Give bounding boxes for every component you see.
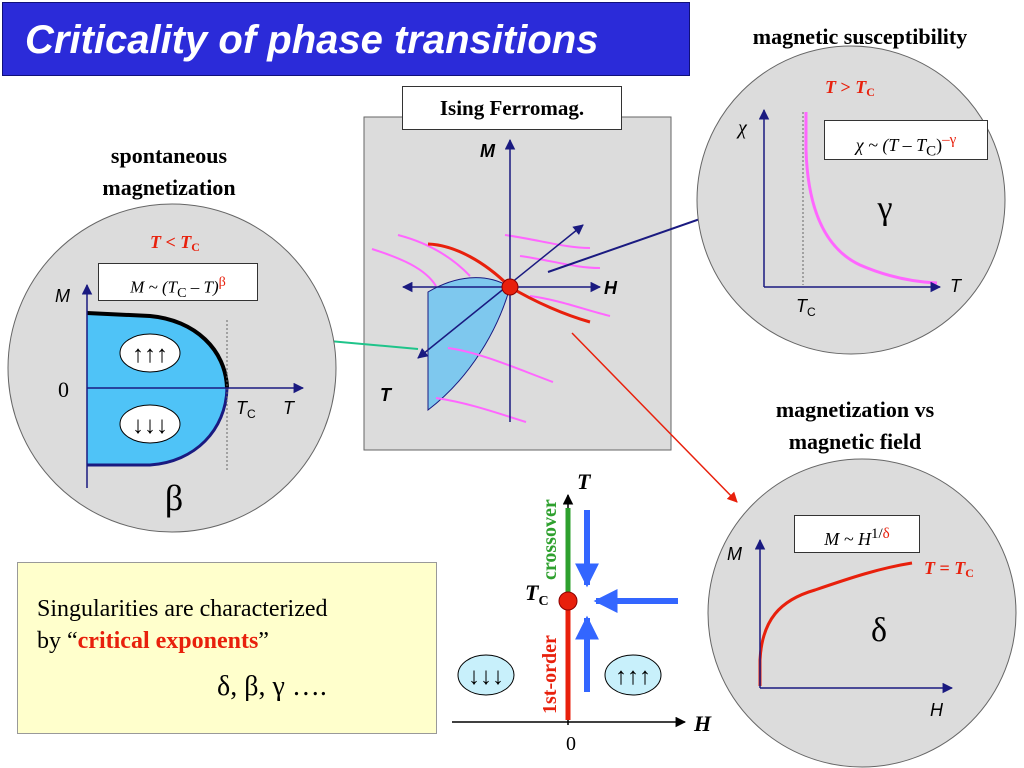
- cond-tc: T: [180, 232, 192, 252]
- exponent-list: δ, β, γ ….: [217, 671, 327, 702]
- critical-exponents-highlight: critical exponents: [77, 628, 259, 654]
- tc-sub: C: [807, 305, 816, 319]
- critical-point: [558, 591, 578, 611]
- cond-t: T: [150, 232, 162, 252]
- axis-label-m: M: [55, 286, 70, 306]
- cond-sub: C: [965, 566, 974, 580]
- crossover-label: crossover: [539, 499, 561, 580]
- heading-line: spontaneous: [110, 143, 228, 168]
- exponent-beta: β: [165, 478, 183, 518]
- cond-op: <: [161, 232, 180, 252]
- ising-ferromagnet-label: Ising Ferromag.: [402, 86, 622, 130]
- critical-exponents-note: Singularities are characterized by “crit…: [17, 562, 437, 734]
- spin-down-ellipse: [119, 404, 181, 444]
- magnetization-curve-upper: [86, 311, 229, 389]
- note-text: by “: [37, 628, 78, 654]
- susceptibility-curve: [804, 112, 938, 285]
- tc-label: TC: [236, 398, 256, 421]
- tc-sub: C: [538, 594, 548, 609]
- axis-label-t: T: [380, 385, 393, 405]
- formula-text: ): [936, 135, 943, 155]
- zero-label: 0: [58, 377, 69, 402]
- cond-t: T: [924, 558, 936, 578]
- cond-sub: C: [191, 240, 200, 254]
- axis-label-h: H: [604, 278, 618, 298]
- susceptibility-panel: χ T TC γ T > TC: [696, 45, 1006, 355]
- spin-up-ellipse: [604, 654, 662, 696]
- cond-t: T: [825, 77, 837, 97]
- tc-label: TC: [525, 580, 549, 609]
- t-axis: [417, 224, 584, 359]
- formula-text: M ~ (T: [130, 277, 178, 297]
- ising-phase-diagram: M H T: [363, 116, 672, 451]
- heading-line: magnetic field: [788, 429, 922, 454]
- formula-chi: χ: [855, 135, 864, 155]
- isotherm: [435, 397, 527, 423]
- critical-point: [501, 278, 519, 296]
- spontaneous-magnetization-heading: spontaneous magnetization: [64, 140, 274, 204]
- tc-t: T: [236, 398, 249, 418]
- cond-sub: C: [866, 85, 875, 99]
- formula-exponent: β: [218, 274, 226, 290]
- connector-arrow-bottom-right: [571, 332, 738, 503]
- tc-t: T: [525, 580, 540, 605]
- cond-tc: T: [954, 558, 966, 578]
- axis-label-h: H: [930, 700, 944, 720]
- note-line: by “critical exponents”: [37, 625, 436, 657]
- h-t-phase-diagram: ↓↓↓ ↑↑↑ T H 0 TC crossover 1st-order: [452, 469, 712, 755]
- formula-sub: C: [177, 285, 187, 302]
- tc-sub: C: [247, 407, 256, 421]
- formula-text: M ~ H: [824, 529, 871, 549]
- delta-formula-box: M ~ H1/δ: [794, 515, 920, 553]
- note-line: Singularities are characterized: [37, 596, 328, 622]
- spin-down-arrows: ↓↓↓: [132, 412, 168, 439]
- magnetic-susceptibility-heading: magnetic susceptibility: [752, 24, 968, 49]
- axis-label-m: M: [480, 141, 496, 161]
- heading-line: magnetization: [102, 175, 236, 200]
- axis-label-t: T: [577, 469, 592, 494]
- gamma-formula-box: χ ~ (T – TC)–γ: [824, 120, 988, 160]
- formula-sub: C: [926, 143, 937, 160]
- magnetization-vs-field-panel: M H δ T = TC: [707, 458, 1017, 768]
- note-text: ”: [258, 628, 269, 654]
- condition-t-gt-tc: T > TC: [825, 77, 875, 99]
- formula-exp-delta: δ: [882, 526, 890, 542]
- spin-down-ellipse: [457, 654, 515, 696]
- page-title: Criticality of phase transitions: [2, 2, 690, 76]
- cond-tc: T: [855, 77, 867, 97]
- formula-text: ~ (T – T: [863, 135, 927, 155]
- magnetization-vs-field-heading: magnetization vs magnetic field: [700, 394, 1010, 458]
- heading-line: magnetization vs: [775, 397, 935, 422]
- formula-text: – T): [186, 277, 219, 297]
- axis-label-h: H: [693, 711, 712, 736]
- cond-op: >: [836, 77, 855, 97]
- spin-down-arrows: ↓↓↓: [468, 663, 504, 690]
- spin-up-ellipse: [119, 333, 181, 373]
- tc-t: T: [796, 296, 809, 316]
- panel-circle: [707, 458, 1017, 768]
- condition-t-lt-tc: T < TC: [150, 232, 200, 254]
- cond-op: =: [935, 558, 954, 578]
- zero-label: 0: [566, 733, 576, 755]
- spontaneous-magnetization-panel: ↑↑↑ ↓↓↓ M 0 TC T β T < TC: [7, 203, 337, 533]
- magnetization-curve-lower: [87, 387, 229, 467]
- exponent-delta: δ: [871, 612, 887, 649]
- formula-exponent: –γ: [942, 132, 957, 148]
- critical-isotherm-curve: [758, 561, 913, 686]
- first-order-label: 1st-order: [539, 635, 561, 714]
- condition-t-eq-tc: T = TC: [924, 558, 974, 580]
- tc-label: TC: [796, 296, 816, 319]
- axis-label-t: T: [283, 398, 296, 418]
- formula-exp: 1/: [870, 526, 883, 542]
- spin-up-arrows: ↑↑↑: [132, 341, 168, 368]
- axis-label-chi: χ: [736, 117, 748, 139]
- exponent-gamma: γ: [876, 190, 892, 227]
- axis-label-t: T: [950, 276, 963, 296]
- beta-formula-box: M ~ (TC – T)β: [98, 263, 258, 301]
- axis-label-m: M: [727, 544, 742, 564]
- spin-up-arrows: ↑↑↑: [615, 663, 651, 690]
